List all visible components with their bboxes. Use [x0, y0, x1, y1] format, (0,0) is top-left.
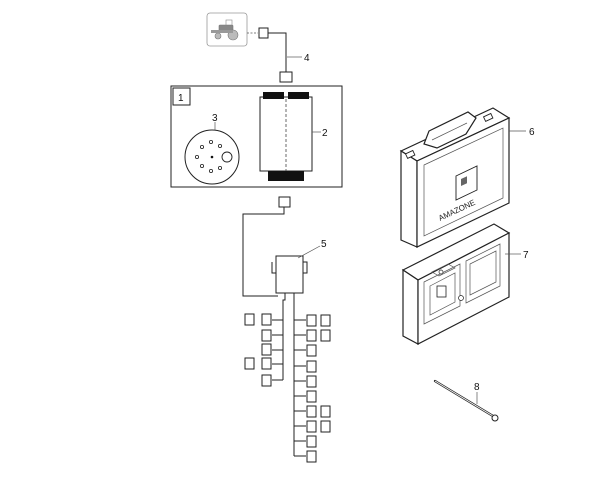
callout-4: 4 [304, 53, 310, 64]
callout-8: 8 [474, 382, 480, 393]
round-connector [184, 129, 240, 185]
cable-tie [433, 379, 499, 422]
callout-6: 6 [529, 127, 535, 138]
kit-box-label: 1 [178, 93, 184, 104]
carry-case: AMAZONE [399, 107, 511, 248]
callout-3: 3 [212, 113, 218, 124]
harness-left-branches [244, 313, 283, 387]
tractor-icon [211, 19, 239, 41]
tractor-socket [206, 12, 248, 47]
harness-right-branches [294, 314, 331, 463]
monitor-unit [259, 92, 313, 181]
callout-2: 2 [322, 128, 328, 139]
case-insert [401, 223, 511, 345]
kit-box-label-frame [172, 87, 191, 106]
callout-5: 5 [321, 239, 327, 250]
callout-7: 7 [523, 250, 529, 261]
harness-hub [271, 255, 308, 294]
